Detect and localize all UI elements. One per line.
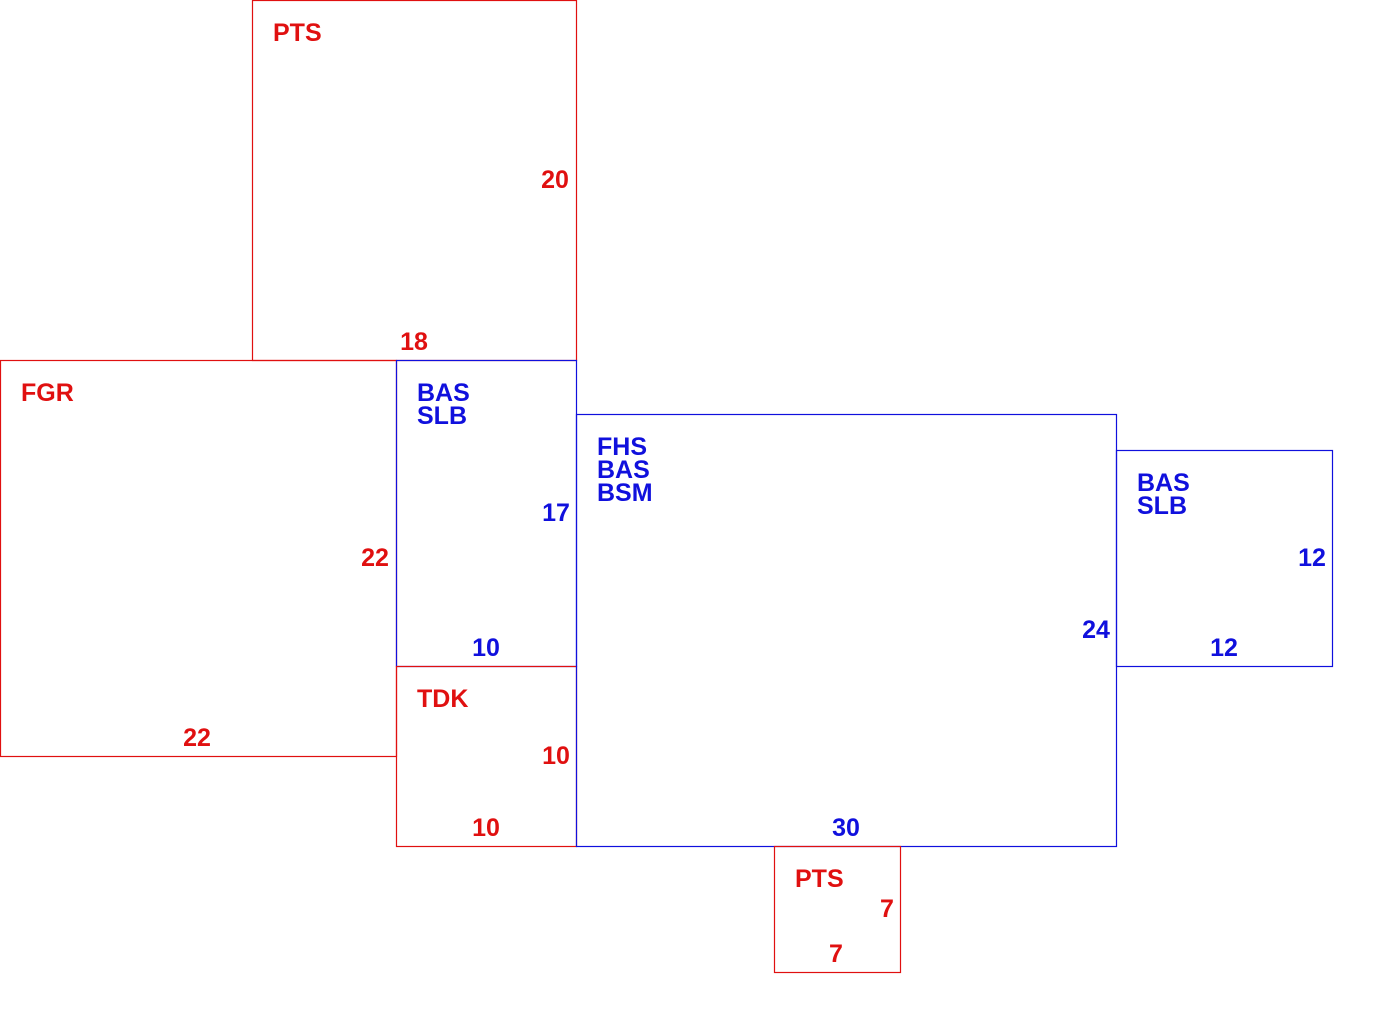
areas-layer: PTS2018FGR2222BASSLB1710TDK1010FHSBASBSM… [0, 0, 1334, 974]
area-outline [251, 0, 578, 362]
area-code-label: BAS [597, 456, 650, 484]
area-fgr: FGR 22 22 [0, 359, 398, 758]
area-outline [0, 359, 398, 758]
right-dimension-label: 17 [542, 499, 570, 527]
right-dimension-label: 12 [1298, 544, 1326, 572]
right-dimension-label: 20 [541, 166, 569, 194]
bottom-dimension-label: 7 [829, 940, 843, 968]
bottom-dimension-label: 30 [832, 814, 860, 842]
area-pts-top: PTS 20 18 [251, 0, 578, 362]
bottom-dimension-label: 18 [400, 328, 428, 356]
area-code-label: SLB [417, 402, 467, 430]
area-tdk: TDK 10 10 [395, 665, 578, 848]
area-outline [575, 413, 1118, 848]
area-code-label: FHS [597, 433, 647, 461]
area-outline [1115, 449, 1334, 668]
area-code-label: TDK [417, 685, 468, 713]
area-code-label: PTS [795, 865, 844, 893]
right-dimension-label: 22 [361, 544, 389, 572]
bottom-dimension-label: 12 [1210, 634, 1238, 662]
right-dimension-label: 7 [880, 895, 894, 923]
area-code-label: BAS [417, 379, 470, 407]
area-code-label: BSM [597, 479, 653, 507]
area-code-label: SLB [1137, 492, 1187, 520]
right-dimension-label: 24 [1082, 616, 1110, 644]
bottom-dimension-label: 22 [183, 724, 211, 752]
bottom-dimension-label: 10 [472, 634, 500, 662]
area-code-label: PTS [273, 19, 322, 47]
bottom-dimension-label: 10 [472, 814, 500, 842]
area-pts-bottom: PTS 7 7 [773, 845, 902, 974]
area-outline [773, 845, 902, 974]
area-code-label: BAS [1137, 469, 1190, 497]
area-code-label: FGR [21, 379, 74, 407]
right-dimension-label: 10 [542, 742, 570, 770]
